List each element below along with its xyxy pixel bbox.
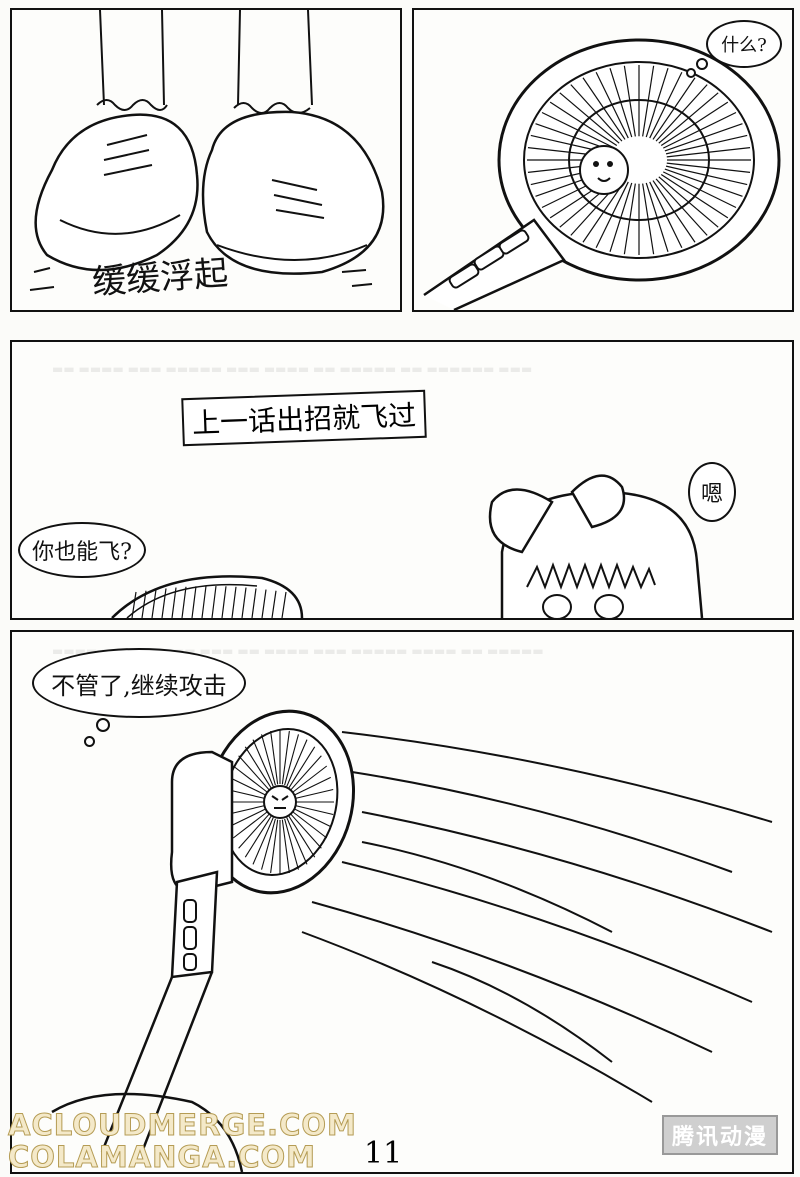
watermark-badge: 腾讯动漫	[661, 1115, 778, 1155]
conversation-drawing	[111, 474, 704, 618]
watermark-line-2: COLAMANGA.COM	[7, 1140, 317, 1175]
panel-fan-closeup: 什么?	[412, 8, 794, 312]
bubble-dot	[686, 68, 696, 78]
floating-sfx-text: 缓缓浮起	[91, 253, 230, 303]
panel-floating-shoes: 缓缓浮起	[10, 8, 402, 312]
page-number: 11	[364, 1136, 403, 1171]
bubble-dot	[84, 736, 95, 747]
watermark-line-1: ACLOUDMERGE.COM	[8, 1108, 357, 1143]
panel-fan-attack: ▬▬▬▬ ▬▬ ▬▬▬▬▬▬ ▬▬▬ ▬▬ ▬▬▬▬ ▬▬▬ ▬▬▬▬▬ ▬▬▬…	[10, 630, 794, 1174]
fan-question-bubble: 什么?	[706, 20, 782, 68]
bubble-dot	[96, 718, 110, 732]
attack-thought-bubble: 不管了,继续攻击	[32, 648, 246, 718]
bubble-dot	[696, 58, 708, 70]
fan-attack-drawing	[51, 709, 773, 1172]
girl-reply-bubble: 嗯	[688, 462, 736, 522]
panel-conversation: ▬▬ ▬▬▬▬ ▬▬▬ ▬▬▬▬▬ ▬▬▬ ▬▬▬▬ ▬▬ ▬▬▬▬▬ ▬▬ ▬…	[10, 340, 794, 620]
fly-question-bubble: 你也能飞?	[18, 522, 146, 578]
fan-closeup-drawing	[423, 38, 781, 310]
shoes-drawing	[29, 10, 385, 291]
